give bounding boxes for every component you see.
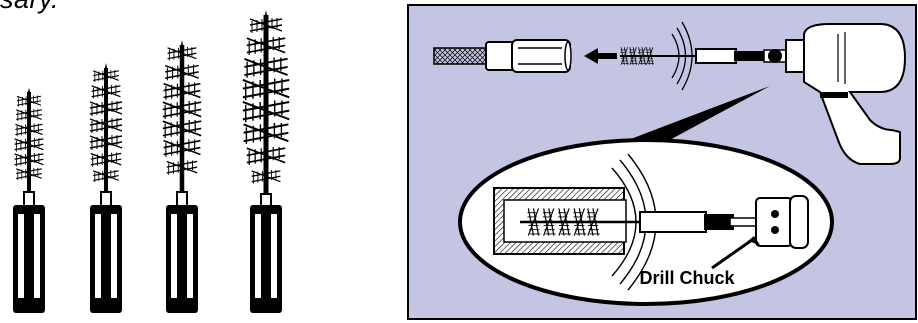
arrow-icon [584, 48, 617, 64]
brush-medium-icon [89, 63, 123, 313]
brush-small-icon [13, 88, 45, 313]
drill-chuck-label: Drill Chuck [639, 268, 735, 288]
brush-xlarge-icon [241, 10, 291, 313]
spinning-brush-icon [620, 21, 766, 91]
brush-large-icon [161, 40, 203, 313]
drill-icon [763, 23, 907, 165]
instruction-panel: Drill Chuck [407, 4, 917, 320]
bore-tube-icon [433, 39, 572, 73]
detail-callout [458, 138, 834, 306]
caption-text: sary. [0, 0, 59, 15]
